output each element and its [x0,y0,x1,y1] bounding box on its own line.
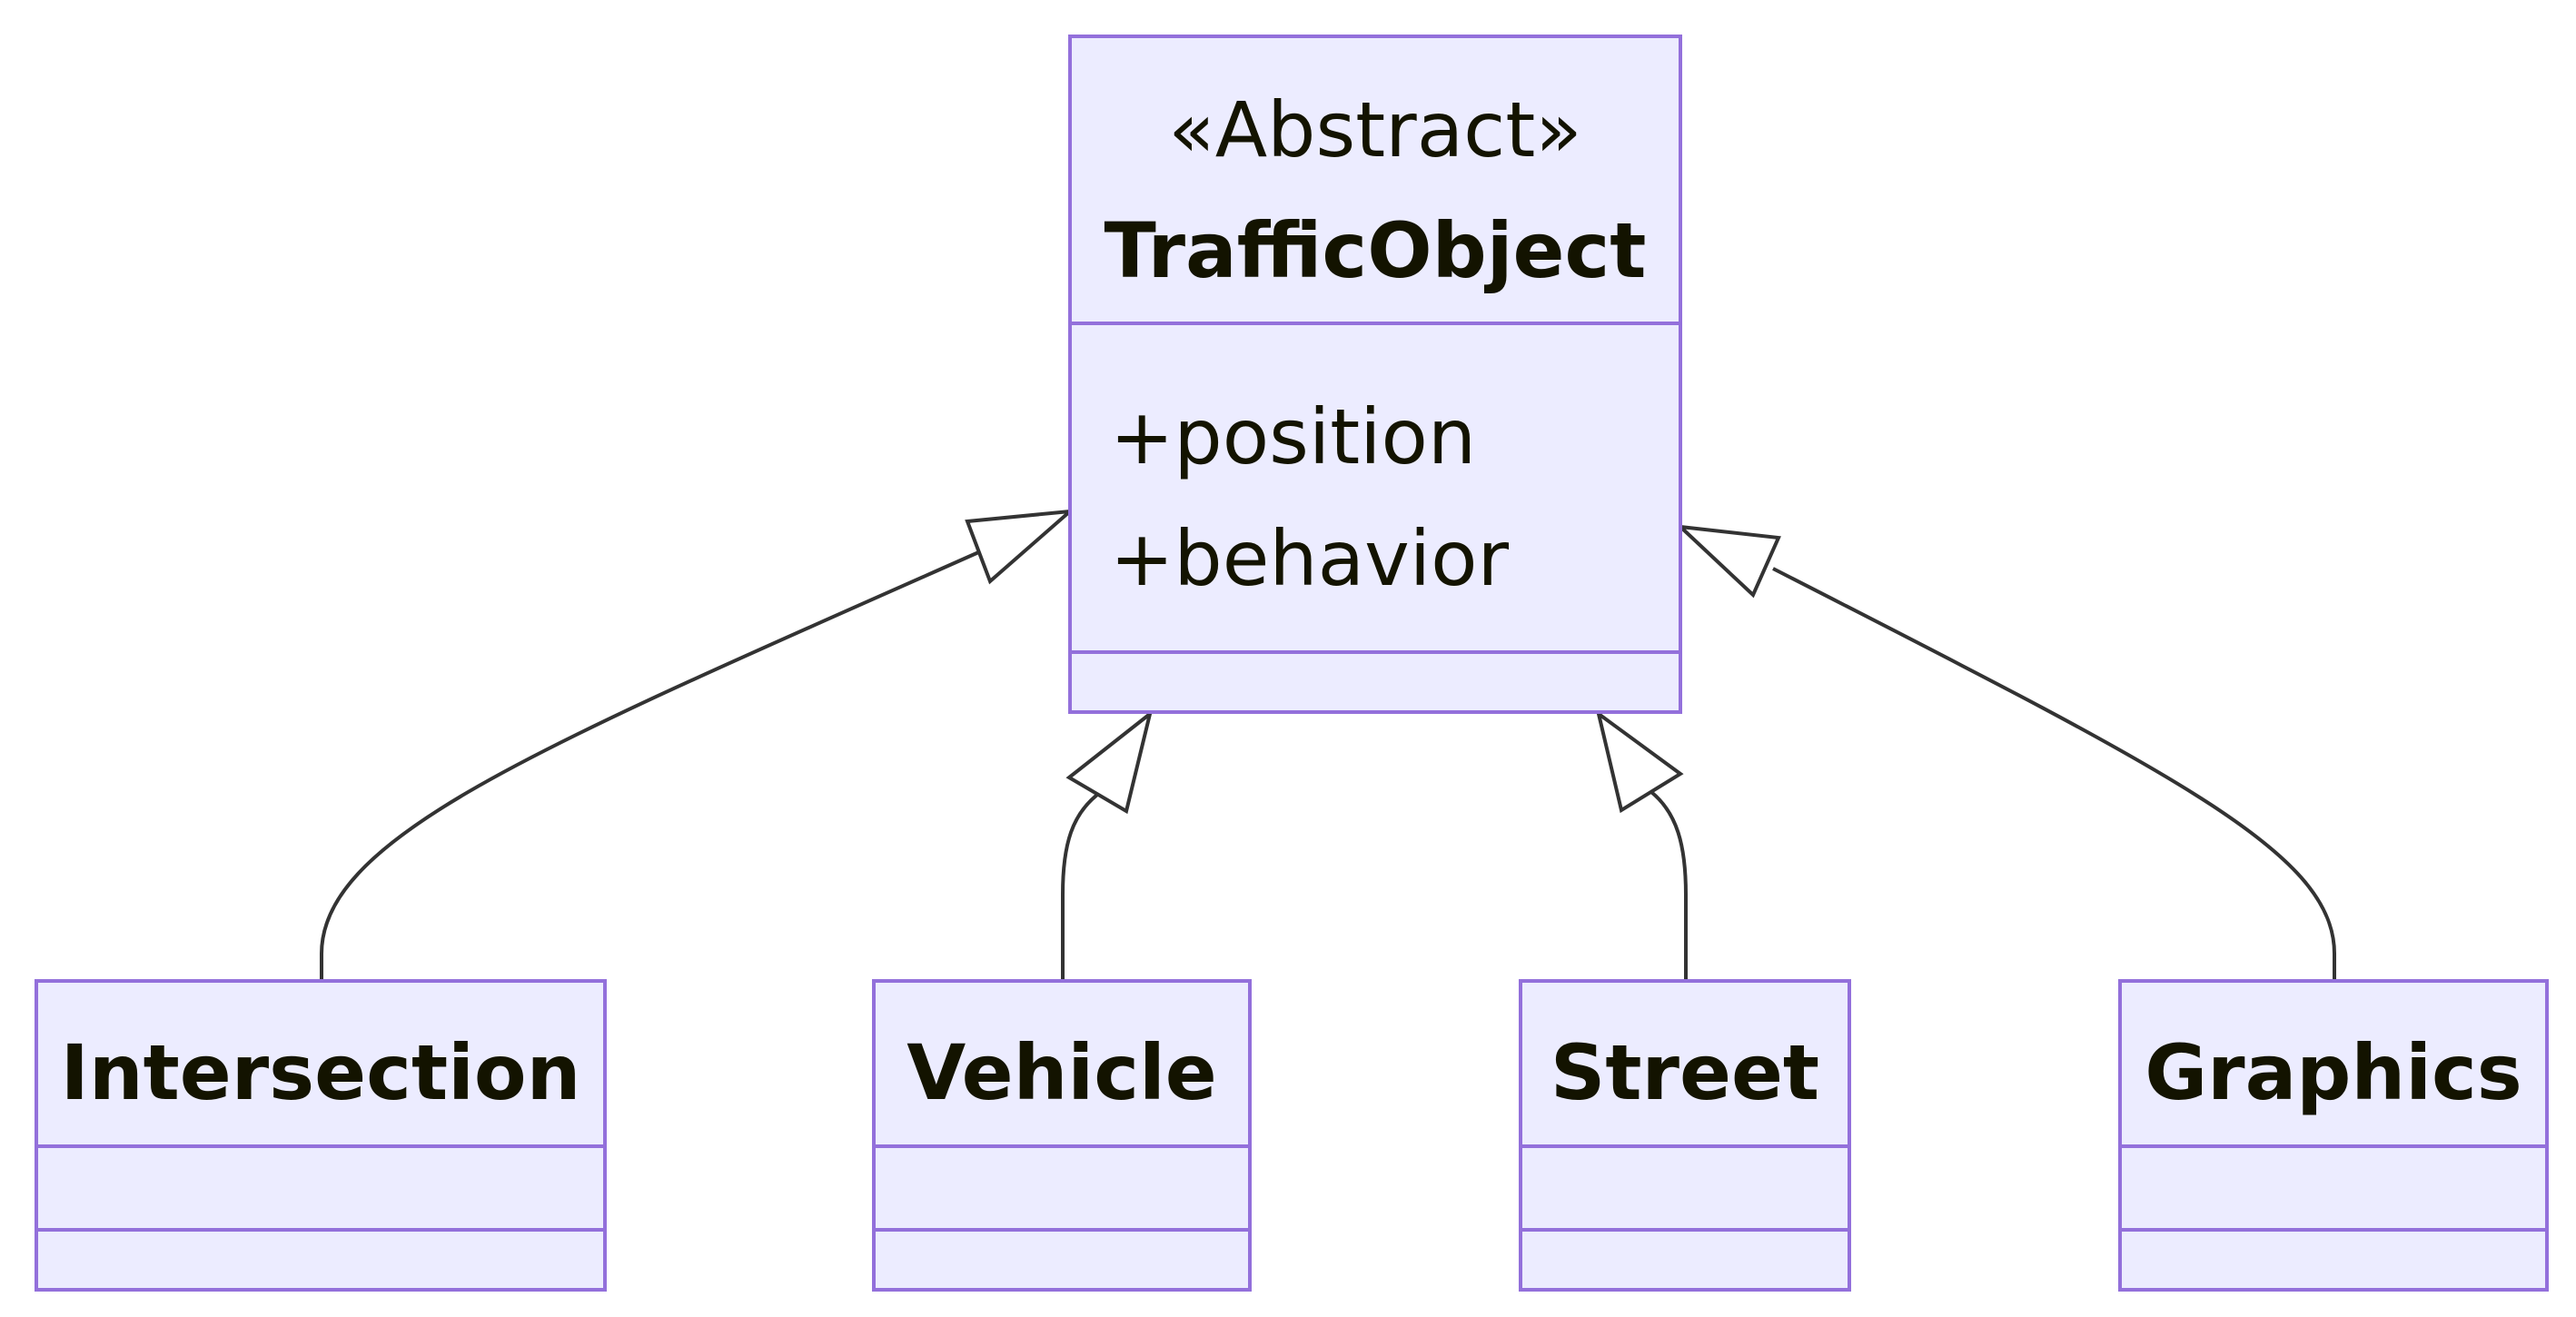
class-trafficobject: «Abstract» TrafficObject +position +beha… [1068,35,1682,714]
edge-vehicle-to-trafficobject [1061,790,1103,979]
class-graphics: Graphics [2118,979,2549,1292]
class-name-street: Street [1551,1028,1819,1117]
inheritance-arrow-street [1595,709,1684,814]
attribute-position: +position [1110,392,1476,481]
class-vehicle: Vehicle [872,979,1252,1292]
inheritance-arrow-vehicle [1065,708,1154,815]
class-intersection: Intersection [35,979,607,1292]
class-name-trafficobject: TrafficObject [1105,206,1647,295]
edge-intersection-to-trafficobject [320,549,984,979]
class-name-intersection: Intersection [61,1028,581,1117]
class-name-vehicle: Vehicle [907,1028,1217,1117]
inheritance-arrow-graphics [1675,524,1781,599]
class-stereotype: «Abstract» [1168,85,1581,174]
class-street: Street [1519,979,1851,1292]
edge-street-to-trafficobject [1650,790,1688,979]
edge-graphics-to-trafficobject [1772,567,2336,979]
class-name-graphics: Graphics [2145,1028,2522,1117]
inheritance-arrow-intersection [965,509,1076,585]
attribute-behavior: +behavior [1110,514,1510,603]
